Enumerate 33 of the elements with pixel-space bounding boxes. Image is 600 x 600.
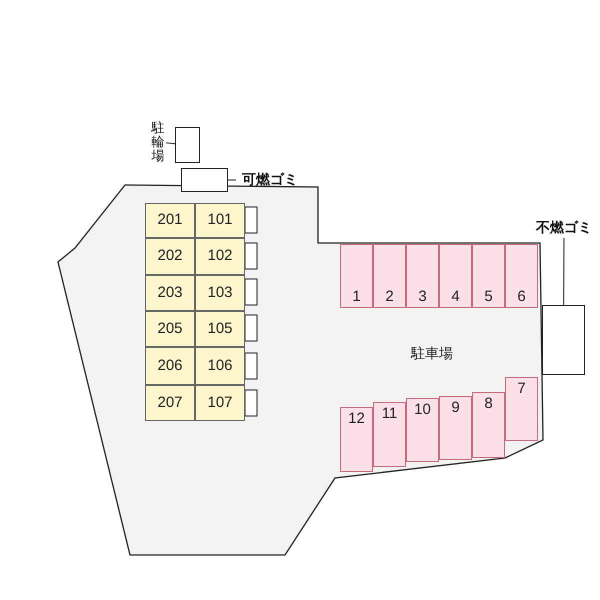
parking-space: 6 bbox=[505, 244, 538, 308]
parking-space: 4 bbox=[439, 244, 472, 308]
unit-cell: 203 bbox=[145, 275, 195, 311]
parking-space: 5 bbox=[472, 244, 505, 308]
parking-space: 2 bbox=[373, 244, 406, 308]
bicycle-parking-label: 駐輪場 bbox=[150, 117, 166, 167]
unit-cell: 205 bbox=[145, 311, 195, 347]
parking-space: 11 bbox=[373, 402, 406, 467]
bicycle-parking-box bbox=[175, 127, 200, 163]
unit-cell: 103 bbox=[195, 275, 245, 311]
unit-cell: 106 bbox=[195, 347, 245, 385]
parking-space: 12 bbox=[340, 407, 373, 472]
unit-cell: 101 bbox=[195, 203, 245, 238]
unit-cell: 105 bbox=[195, 311, 245, 347]
parking-space: 7 bbox=[505, 377, 538, 441]
parking-space: 1 bbox=[340, 244, 373, 308]
unit-cell: 202 bbox=[145, 238, 195, 275]
unit-cell: 107 bbox=[195, 385, 245, 421]
unit-cell: 206 bbox=[145, 347, 195, 385]
leader-line bbox=[166, 142, 176, 144]
garbage-box bbox=[542, 305, 585, 375]
garbage-label: 可燃ゴミ bbox=[236, 170, 304, 190]
unit-cell: 102 bbox=[195, 238, 245, 275]
parking-space: 10 bbox=[406, 398, 439, 462]
garbage-label: 不燃ゴミ bbox=[534, 218, 594, 238]
area-label: 駐車場 bbox=[411, 345, 453, 363]
parking-space: 8 bbox=[472, 392, 505, 458]
parking-space: 9 bbox=[439, 396, 472, 460]
leader-line bbox=[563, 238, 564, 306]
unit-cell: 201 bbox=[145, 203, 195, 238]
garbage-box bbox=[181, 168, 228, 192]
unit-cell: 207 bbox=[145, 385, 195, 421]
parking-space: 3 bbox=[406, 244, 439, 308]
